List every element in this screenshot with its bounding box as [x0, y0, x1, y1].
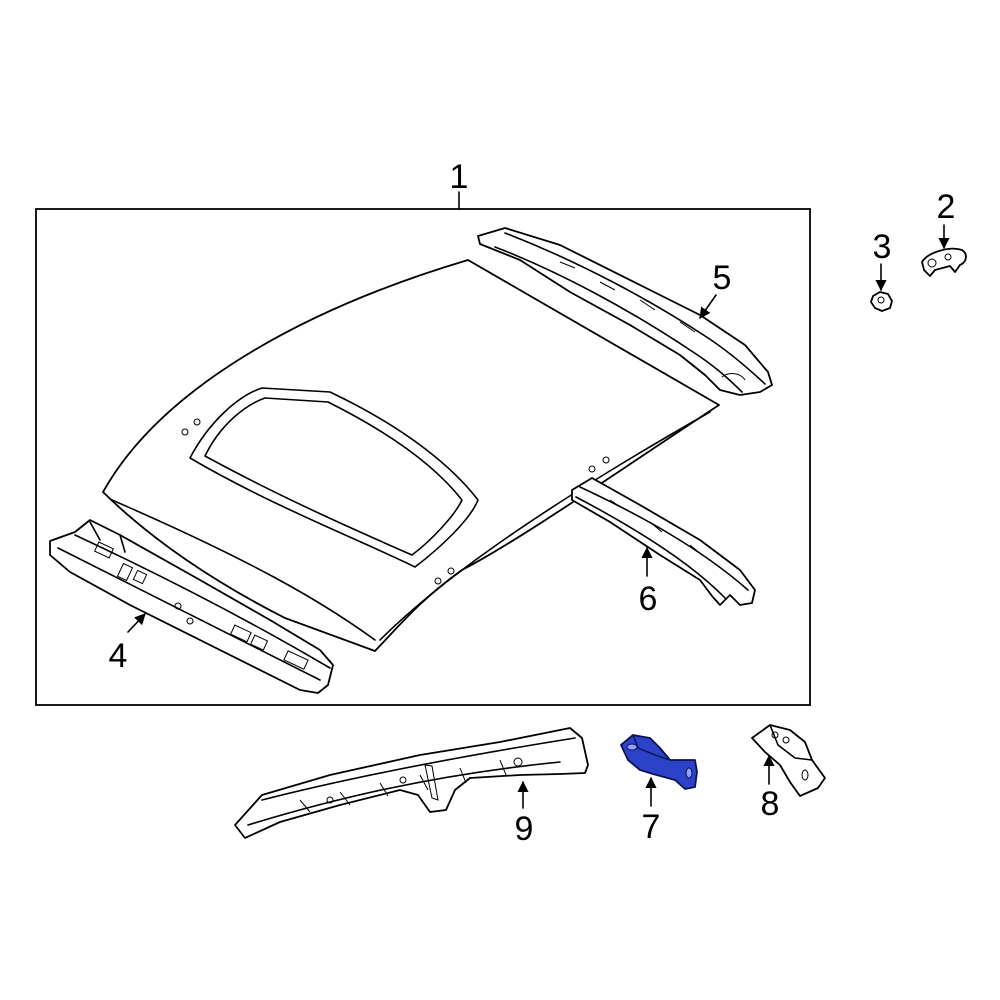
rear-roof-rail[interactable]	[477, 227, 773, 396]
callout-5-arrow	[699, 294, 717, 319]
roof-bracket-highlighted[interactable]	[620, 734, 698, 790]
roof-side-rail[interactable]	[234, 727, 589, 839]
roof-bow-center[interactable]	[571, 477, 756, 606]
nut[interactable]	[870, 291, 893, 312]
callout-8: 8	[761, 785, 780, 823]
corner-bracket[interactable]	[751, 724, 826, 797]
callout-2: 2	[937, 188, 956, 226]
front-roof-rail[interactable]	[49, 519, 334, 694]
callout-6: 6	[639, 580, 658, 618]
assembly-bracket-box	[35, 208, 811, 706]
callout-4: 4	[109, 637, 128, 675]
callout-5: 5	[713, 259, 732, 297]
callout-3: 3	[873, 228, 892, 266]
roof-panel[interactable]	[102, 259, 720, 652]
callout-9: 9	[515, 810, 534, 848]
callout-4-arrow	[127, 613, 146, 633]
callout-7: 7	[642, 808, 661, 846]
callout-1: 1	[450, 158, 469, 196]
small-bracket[interactable]	[921, 247, 967, 277]
